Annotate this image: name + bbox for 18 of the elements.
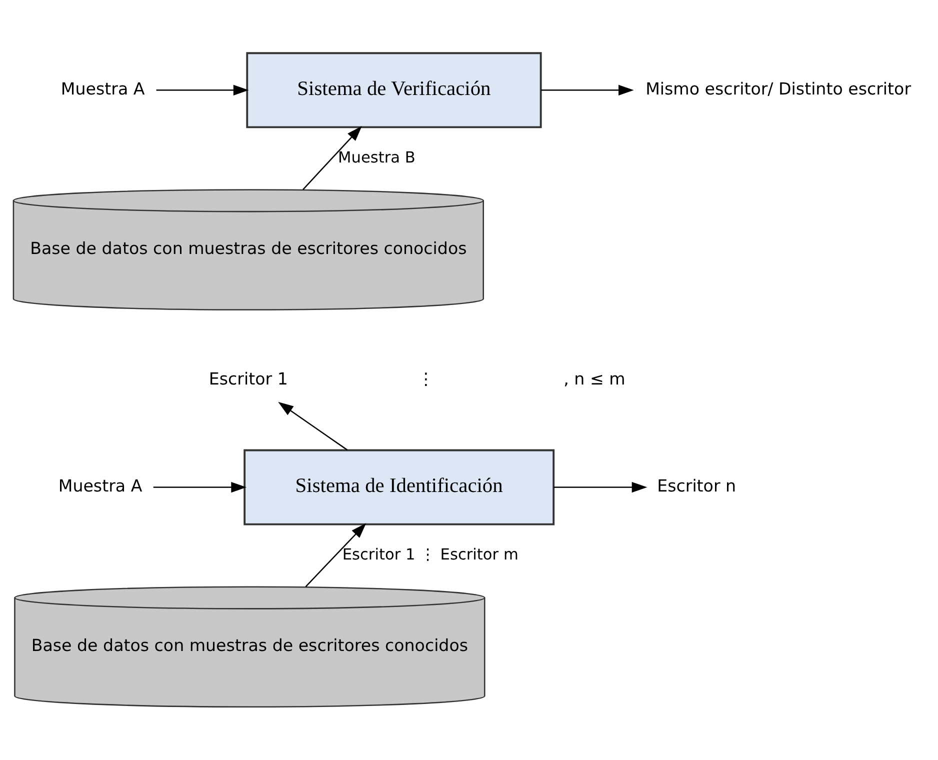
edge-label: Muestra B	[338, 148, 416, 166]
node-text: Muestra A	[60, 79, 145, 98]
arrow	[541, 84, 634, 96]
arrow	[302, 126, 362, 190]
node-box: Sistema de Verificación	[246, 52, 542, 128]
node-text: Muestra A	[58, 476, 142, 496]
node-text: Escritor n	[657, 476, 736, 496]
arrow	[278, 402, 348, 450]
arrow	[554, 482, 648, 493]
edge-label: Escritor 1 ⋮ Escritor m	[342, 546, 518, 564]
node-text: Mismo escritor/ Distinto escritor	[646, 79, 912, 98]
label: ⋮	[418, 369, 434, 388]
arrow	[305, 523, 366, 588]
node-box: Sistema de Identificación	[244, 449, 555, 526]
node-text: Escritor 1	[208, 369, 288, 388]
label: , n ≤ m	[564, 369, 626, 388]
arrow	[156, 84, 249, 96]
arrow	[153, 482, 246, 493]
